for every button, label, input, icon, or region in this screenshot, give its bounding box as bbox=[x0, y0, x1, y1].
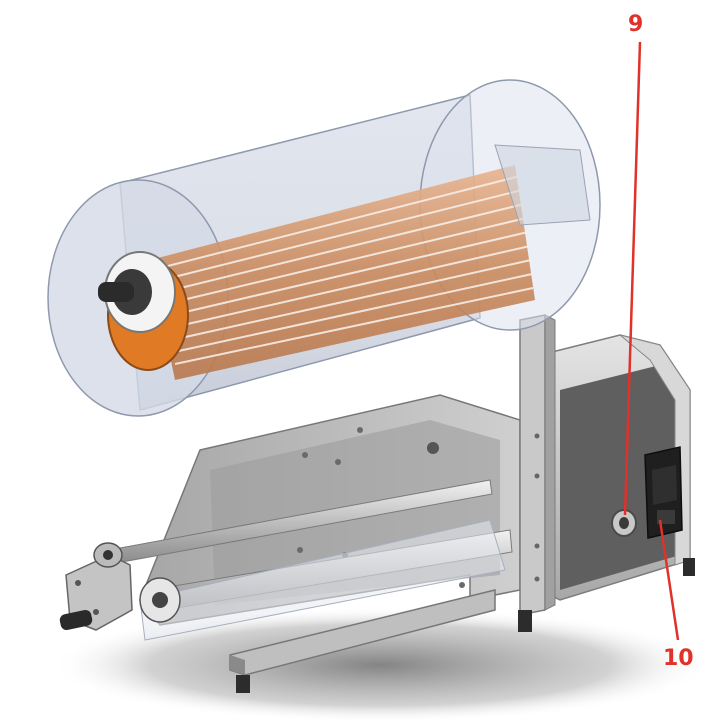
left-end-bracket bbox=[59, 542, 181, 631]
base-foot bbox=[229, 558, 695, 693]
plate-screws bbox=[297, 427, 465, 588]
callout-label-9: 9 bbox=[628, 12, 644, 37]
roll-clamp bbox=[494, 144, 591, 226]
callout-line-9 bbox=[623, 41, 642, 516]
power-inlet-module bbox=[644, 446, 683, 539]
film-web bbox=[139, 519, 506, 641]
roll-core bbox=[98, 165, 535, 380]
upright-post bbox=[519, 314, 556, 616]
floor-shadow bbox=[50, 607, 709, 720]
callout-label-10: 10 bbox=[663, 646, 694, 671]
callout-line-10 bbox=[658, 519, 680, 641]
